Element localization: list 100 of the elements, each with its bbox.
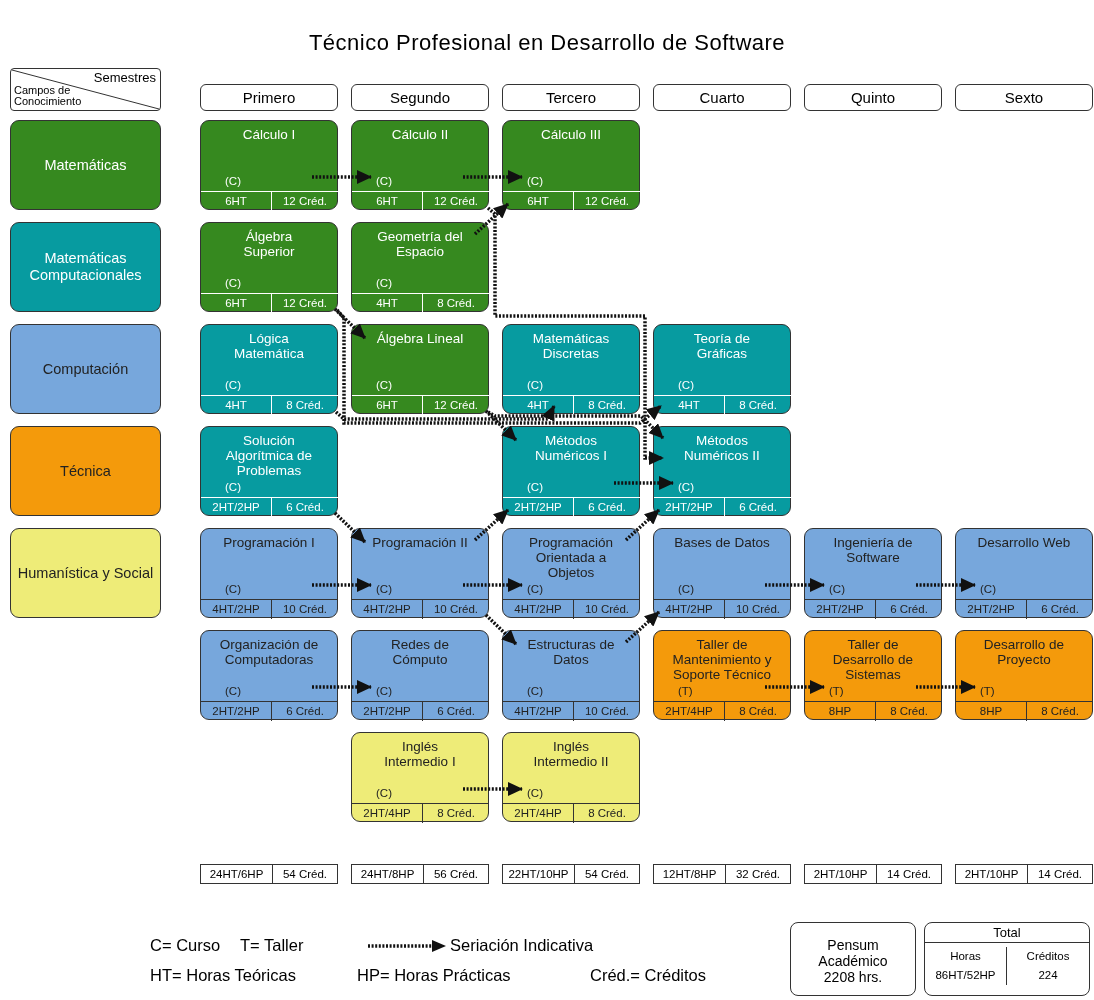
pensum-box: Pensum Académico 2208 hrs. [790,922,916,996]
credits-cell: 12 Créd. [423,395,489,415]
course-name: Organización de Computadoras [219,637,319,667]
course-name: Cálculo II [390,127,450,142]
credits-cell: 6 Créd. [423,701,489,721]
arrow [463,170,523,184]
course-box [351,120,489,210]
arrow [916,680,976,694]
course-box [200,528,338,618]
semester-header: Sexto [955,84,1093,111]
hours-cell: 2HT/2HP [805,599,876,619]
course-box [200,630,338,720]
course-box [653,528,791,618]
course-type: (C) [980,583,996,595]
hours-cell: 6HT [201,191,272,211]
semester-total-box [653,864,791,884]
hours-cell: 2HT/4HP [654,701,725,721]
column-header-label: Semestres [93,70,156,85]
course-type: (C) [527,379,543,391]
credits-cell: 12 Créd. [423,191,489,211]
hours-cell: 2HT/2HP [201,497,272,517]
course-name: Lógica Matemática [233,331,305,361]
arrow [487,410,665,440]
hours-cell: 4HT [201,395,272,415]
credits-total: 54 Créd. [583,867,631,882]
credits-cell: 8 Créd. [574,803,640,823]
arrow [312,578,372,592]
course-type: (C) [678,481,694,493]
course-type: (C) [678,379,694,391]
hours-cell: 2HT/2HP [503,497,574,517]
course-type: (T) [980,685,995,697]
course-name: Bases de Datos [673,535,771,550]
credits-cell: 10 Créd. [423,599,489,619]
course-name: Cálculo III [540,127,602,142]
hours-cell: 6HT [503,191,574,211]
hours-cell: 4HT/2HP [503,599,574,619]
hours-cell: 2HT/2HP [352,701,423,721]
hours-cell: 4HT/2HP [503,701,574,721]
hours-cell: 4HT/2HP [352,599,423,619]
credits-total: 54 Créd. [281,867,329,882]
course-box [502,528,640,618]
hours-value: 86HT/52HP [925,965,1007,985]
course-type: (C) [527,787,543,799]
course-name: Redes de Cómputo [390,637,450,667]
hours-total: 2HT/10HP [956,865,1028,883]
course-box [955,630,1093,720]
semester-total-box [955,864,1093,884]
course-type: (C) [376,175,392,187]
course-name: Solución Algorítmica de Problemas [224,433,314,478]
row-header-label: Campos de Conocimiento [14,85,83,107]
credits-cell: 6 Créd. [272,497,338,517]
course-box [200,120,338,210]
credits-cell: 10 Créd. [574,599,640,619]
arrow [486,206,664,465]
course-box [200,426,338,516]
course-name: Inglés Intermedio II [532,739,610,769]
semester-header: Cuarto [653,84,791,111]
hours-cell: 8HP [956,701,1027,721]
arrow [463,782,523,796]
credits-cell: 6 Créd. [574,497,640,517]
credits-cell: 8 Créd. [423,293,489,313]
course-name: Cálculo I [241,127,297,142]
course-box [653,630,791,720]
arrow [463,578,523,592]
semester-total-box [804,864,942,884]
arrow [334,405,556,422]
hours-cell: 4HT [352,293,423,313]
course-box [351,222,489,312]
course-box [351,630,489,720]
course-name: Taller de Desarrollo de Sistemas [831,637,915,682]
hours-total: 22HT/10HP [503,865,575,883]
course-box [653,426,791,516]
arrow [765,680,825,694]
course-type: (C) [376,685,392,697]
course-type: (C) [376,379,392,391]
course-type: (C) [829,583,845,595]
hours-total: 12HT/8HP [654,865,726,883]
hours-total: 24HT/6HP [201,865,273,883]
key-label: HT= Horas Teóricas [150,966,296,985]
credits-cell: 6 Créd. [272,701,338,721]
course-name: Desarrollo de Proyecto [982,637,1066,667]
course-type: (T) [678,685,693,697]
semester-total-box [200,864,338,884]
title: Técnico Profesional en Desarrollo de Software [307,30,787,56]
semester-header: Segundo [351,84,489,111]
course-box [502,426,640,516]
course-type: (C) [225,379,241,391]
legend-label: Humanística y Social [16,564,155,582]
credits-cell: 12 Créd. [272,293,338,313]
course-type: (C) [225,277,241,289]
course-type: (C) [527,175,543,187]
arrow [484,409,518,442]
credits-cell: 8 Créd. [423,803,489,823]
semester-header: Quinto [804,84,942,111]
hours-cell: 2HT/2HP [201,701,272,721]
course-name: Programación I [222,535,316,550]
course-box [502,630,640,720]
credits-cell: 8 Créd. [725,701,791,721]
course-type: (C) [225,175,241,187]
hours-total: 2HT/10HP [805,865,877,883]
